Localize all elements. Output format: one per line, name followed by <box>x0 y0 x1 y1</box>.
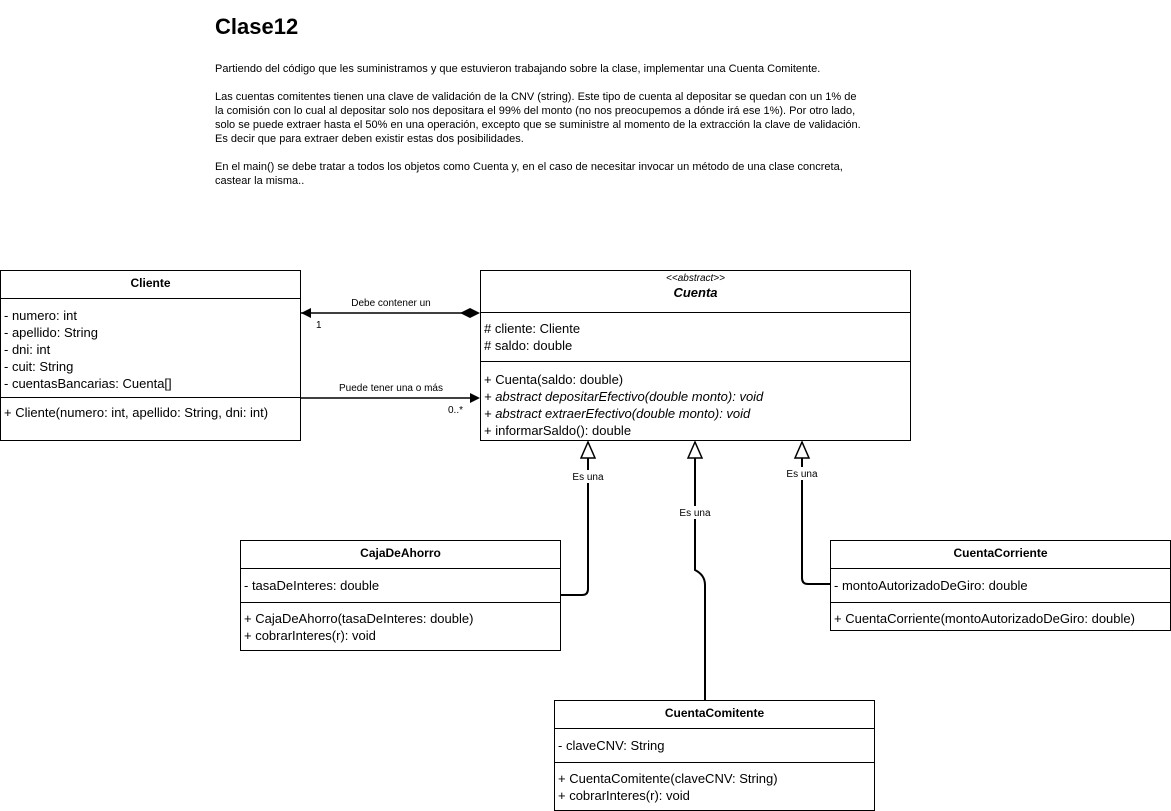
class-attributes: # cliente: Cliente # saldo: double <box>481 313 910 361</box>
method: + informarSaldo(): double <box>484 423 632 438</box>
class-stereotype: <<abstract>> <box>666 273 725 284</box>
method: + Cuenta(saldo: double) <box>484 372 624 387</box>
description-paragraph: Partiendo del código que les suministram… <box>215 63 821 75</box>
method: + CuentaCorriente(montoAutorizadoDeGiro:… <box>834 611 1135 626</box>
inheritance-edge-comitente: Es una <box>676 440 713 700</box>
class-methods: + CajaDeAhorro(tasaDeInteres: double) + … <box>241 602 560 644</box>
class-name: CuentaComitente <box>555 701 874 729</box>
inheritance-label: Es una <box>679 508 711 519</box>
class-attributes: - claveCNV: String <box>555 729 874 762</box>
class-header: <<abstract>> Cuenta <box>481 271 910 313</box>
class-name: CuentaCorriente <box>831 541 1170 569</box>
page-title: Clase12 <box>215 14 299 39</box>
class-methods: + CuentaComitente(claveCNV: String) + co… <box>555 762 874 804</box>
association-multiplicity: 0..* <box>448 405 463 416</box>
composition-edge: Debe contener un 1 <box>301 298 480 331</box>
composition-label: Debe contener un <box>351 298 431 309</box>
attribute: - tasaDeInteres: double <box>244 578 380 593</box>
composition-multiplicity: 1 <box>316 320 322 331</box>
class-cuenta: <<abstract>> Cuenta # cliente: Cliente #… <box>480 270 911 441</box>
attribute: # saldo: double <box>484 338 573 353</box>
attribute: # cliente: Cliente <box>484 321 581 336</box>
method: + CajaDeAhorro(tasaDeInteres: double) <box>244 611 474 626</box>
method: + CuentaComitente(claveCNV: String) <box>558 771 778 786</box>
class-caja-de-ahorro: CajaDeAhorro - tasaDeInteres: double + C… <box>240 540 561 651</box>
inheritance-edge-corriente: Es una <box>784 440 830 585</box>
attribute: - cuit: String <box>4 359 74 374</box>
class-cuenta-comitente: CuentaComitente - claveCNV: String + Cue… <box>554 700 875 811</box>
attribute: - cuentasBancarias: Cuenta[] <box>4 376 172 391</box>
attribute: - apellido: String <box>4 325 98 340</box>
class-methods: + Cuenta(saldo: double) + abstract depos… <box>481 361 910 439</box>
method: + abstract extraerEfectivo(double monto)… <box>484 406 751 421</box>
method: + abstract depositarEfectivo(double mont… <box>484 389 764 404</box>
attribute: - claveCNV: String <box>558 738 665 753</box>
association-edge: Puede tener una o más 0..* <box>301 383 480 416</box>
description-paragraph: Las cuentas comitentes tienen una clave … <box>215 91 861 145</box>
attribute: - montoAutorizadoDeGiro: double <box>834 578 1028 593</box>
class-attributes: - numero: int - apellido: String - dni: … <box>1 299 300 397</box>
method: + cobrarInteres(r): void <box>558 788 690 803</box>
attribute: - dni: int <box>4 342 51 357</box>
class-name: CajaDeAhorro <box>241 541 560 569</box>
class-attributes: - montoAutorizadoDeGiro: double <box>831 569 1170 602</box>
class-name: Cuenta <box>673 285 718 300</box>
attribute: - numero: int <box>4 308 77 323</box>
inheritance-label: Es una <box>572 472 604 483</box>
association-label: Puede tener una o más <box>339 383 443 394</box>
class-name: Cliente <box>1 271 300 299</box>
class-attributes: - tasaDeInteres: double <box>241 569 560 602</box>
class-methods: + CuentaCorriente(montoAutorizadoDeGiro:… <box>831 602 1170 627</box>
class-methods: + Cliente(numero: int, apellido: String,… <box>1 397 300 421</box>
class-cliente: Cliente - numero: int - apellido: String… <box>0 270 301 441</box>
method: + Cliente(numero: int, apellido: String,… <box>4 405 269 420</box>
class-cuenta-corriente: CuentaCorriente - montoAutorizadoDeGiro:… <box>830 540 1171 631</box>
method: + cobrarInteres(r): void <box>244 628 376 643</box>
assignment-description: Partiendo del código que les suministram… <box>215 62 865 202</box>
description-paragraph: En el main() se debe tratar a todos los … <box>215 161 843 187</box>
inheritance-label: Es una <box>786 469 818 480</box>
inheritance-edge-caja: Es una <box>561 440 607 596</box>
